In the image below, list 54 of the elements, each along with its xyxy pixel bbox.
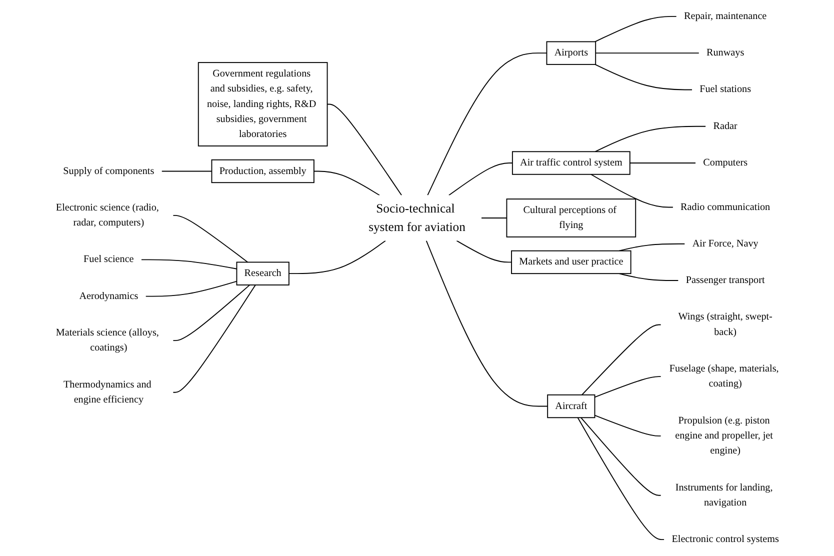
connector [172,214,248,263]
connector [161,170,212,172]
node-text: Socio-technical system for aviation [368,202,466,234]
node-box: Research [236,262,290,286]
connector [618,273,679,281]
node-text: Fuel stations [700,84,752,95]
node-text: Air Force, Navy [692,238,758,249]
connector [426,240,548,407]
connector [594,376,662,398]
node-text: Fuselage (shape, materials, coating) [669,363,779,390]
connector [629,162,696,164]
node-text: Electronic science (radio, radar, computers) [56,202,159,228]
connector [594,126,706,152]
node-text: Passenger transport [686,274,765,286]
node-text: Materials science (alloys, coatings) [56,327,159,354]
connector [172,284,250,342]
node-text: Computers [703,157,748,168]
node-text: Wings (straight, swept-back) [678,311,772,338]
node-text: Propulsion (e.g. piston engine and propeller, jet engine) [675,415,773,456]
connector [145,280,238,297]
node-text: Supply of components [63,166,154,176]
connector [581,324,662,396]
node-box: Airports [546,41,596,65]
connector [448,162,513,196]
node-box: Air traffic control system [512,151,630,175]
connector [456,240,512,263]
node-box: Production, assembly [211,159,314,184]
connector [427,52,548,196]
connector [326,104,402,196]
node-box: Cultural perceptions of flying [506,198,636,238]
connector [580,417,662,496]
connector [594,64,693,90]
node-text: Aerodynamics [79,290,138,302]
node-text: Thermodynamics and engine efficiency [63,379,152,405]
connector [618,243,686,252]
node-box: Government regulations and subsidies, e.g. safety, noise, landing rights, R&D subsidies, government laboratories [198,62,328,146]
connector [577,417,665,540]
connector [172,284,256,393]
node-text: Repair, maintenance [684,10,767,22]
connector [594,414,662,436]
connector [140,259,238,270]
node-text: Electronic control systems [672,534,779,545]
connector [590,174,674,208]
node-text: Radar [713,120,738,132]
node-text: Instruments for landing, navigation [675,482,773,508]
node-text: Radio communication [680,202,770,212]
connector [594,16,677,42]
connector [313,170,380,196]
node-box: Aircraft [547,394,596,418]
node-text: Runways [706,47,744,58]
node-text: Fuel science [84,254,134,265]
connector [595,52,700,54]
connector [288,240,386,274]
node-box: Markets and user practice [511,250,632,274]
